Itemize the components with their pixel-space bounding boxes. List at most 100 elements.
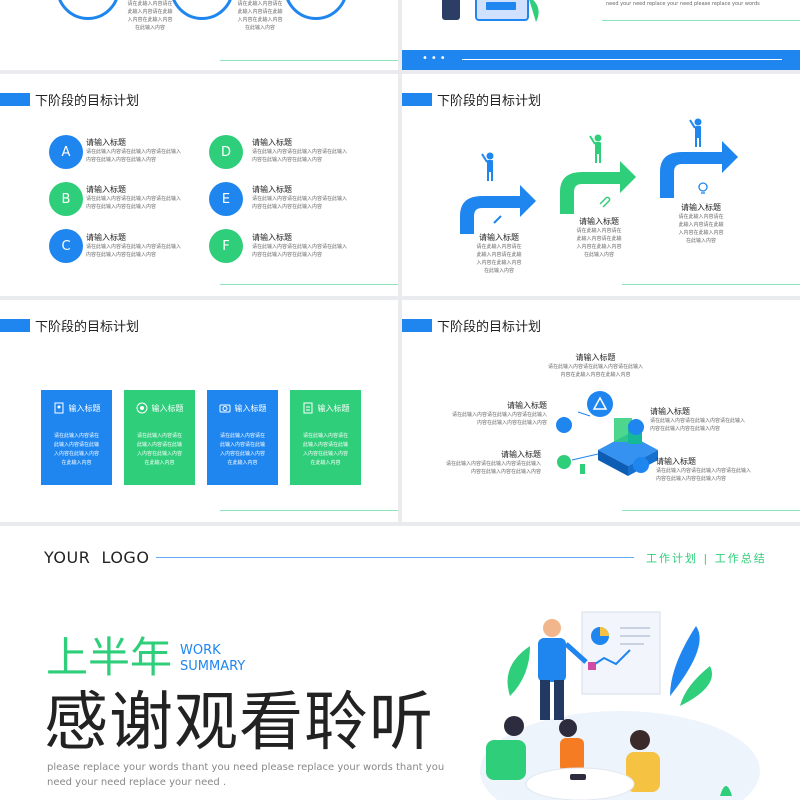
- item-text: 内容在此输入内容在此输入内容: [86, 252, 157, 258]
- badge-a: A: [49, 135, 83, 169]
- title-accent: [0, 93, 30, 106]
- item-text: 内容在此输入内容在此输入内容: [252, 252, 323, 258]
- item-a: 请输入标题 请在此输入内容请在此输入内容请在此输入 内容在此输入内容在此输入内容: [86, 137, 181, 164]
- ring-circle: [170, 0, 234, 20]
- summary-label: SUMMARY: [180, 659, 246, 674]
- slide-title: 下阶段的目标计划: [402, 316, 541, 335]
- text-block: 请在此输入内容请在此输入内容请在此输入内容在此输入内容在此输入内容: [127, 1, 173, 31]
- item-heading: 请输入标题: [86, 233, 126, 242]
- step-text: 入内容在此输入内容: [476, 260, 522, 266]
- item-text: 内容在此输入内容在此输入内容: [86, 204, 157, 210]
- step-text: 入内容在此输入内容: [678, 230, 724, 236]
- card-2: 输入标题 请在此输入内容请在此输入内容请在此输入内容在此输入内容在此输入内容: [124, 390, 195, 485]
- item-text: 请在此输入内容请在此输入内容请在此输入: [252, 196, 348, 202]
- card-heading: 输入标题: [151, 403, 184, 413]
- step-3: 请输入标题 请在此输入内容请在 此输入内容请在此输 入内容在此输入内容 在此输入…: [676, 202, 726, 245]
- item-f: 请输入标题 请在此输入内容请在此输入内容请在此输入 内容在此输入内容在此输入内容: [252, 232, 347, 259]
- card-body: 请在此输入内容请在此输入内容请在此输入内容在此输入内容在此输入内容: [53, 433, 99, 466]
- hub-illustration: [556, 391, 658, 476]
- slide-partial-top-right: need your need replace your need please …: [402, 0, 800, 70]
- subtitle-line-1: please replace your words thant you need…: [47, 762, 445, 773]
- pencil-icon: [493, 215, 502, 224]
- ring-circle: [56, 0, 120, 20]
- badge-d: D: [209, 135, 243, 169]
- badge-b: B: [49, 182, 83, 216]
- slide-title: 下阶段的目标计划: [0, 316, 139, 335]
- step-text: 请在此输入内容请在: [476, 244, 522, 250]
- item-text: 内容在此输入内容在此输入内容: [252, 157, 323, 163]
- item-text: 请在此输入内容请在此输入内容请在此输入: [86, 196, 182, 202]
- card-1: 输入标题 请在此输入内容请在此输入内容请在此输入内容在此输入内容在此输入内容: [41, 390, 112, 485]
- hub-text: 内容在此输入内容在此输入内容: [560, 372, 631, 378]
- green-title: 上半年: [46, 633, 173, 682]
- hub-item-left-top: 请输入标题 请在此输入内容请在此输入内容请在此输入 内容在此输入内容在此输入内容: [452, 400, 547, 427]
- footer-bar-line: [462, 59, 782, 60]
- card-body: 请在此输入内容请在此输入内容请在此输入内容在此输入内容在此输入内容: [136, 433, 182, 466]
- card-head: 输入标题: [207, 396, 278, 420]
- subtitle-line-2: need your need replace your need .: [47, 777, 227, 788]
- checklist-icon: [303, 402, 312, 414]
- hub-heading: 请输入标题: [507, 401, 548, 410]
- slide-thank-you: YOUR LOGO 工作计划 | 工作总结 上半年 WORK SUMMARY 感…: [0, 526, 800, 800]
- hub-heading: 请输入标题: [501, 450, 542, 459]
- divider-line: [220, 284, 398, 285]
- step-heading: 请输入标题: [479, 233, 519, 242]
- step-text: 在此输入内容: [685, 238, 716, 244]
- item-heading: 请输入标题: [86, 185, 126, 194]
- step-arrow-1: [460, 152, 536, 234]
- step-text: 此输入内容请在此输: [576, 236, 622, 242]
- card-head: 输入标题: [290, 396, 361, 420]
- item-heading: 请输入标题: [86, 138, 126, 147]
- divider-line: [622, 284, 800, 285]
- title-accent: [402, 93, 432, 106]
- title-accent: [402, 319, 432, 332]
- slide-title-text: 下阶段的目标计划: [437, 94, 542, 109]
- step-heading: 请输入标题: [579, 217, 619, 226]
- item-text: 内容在此输入内容在此输入内容: [252, 204, 323, 210]
- hub-text: 请在此输入内容请在此输入内容请在此输入: [650, 418, 746, 424]
- team-meeting-illustration: [480, 611, 760, 800]
- hub-text: 内容在此输入内容在此输入内容: [471, 469, 542, 475]
- text-block: 请在此输入内容请在此输入内容请在此输入内容在此输入内容在此输入内容: [237, 1, 283, 31]
- divider-line: [622, 510, 800, 511]
- ring-circle: [284, 0, 348, 20]
- item-b: 请输入标题 请在此输入内容请在此输入内容请在此输入 内容在此输入内容在此输入内容: [86, 184, 181, 211]
- dots-icon: •••: [422, 53, 449, 64]
- card-body: 请在此输入内容请在此输入内容请在此输入内容在此输入内容在此输入内容: [302, 433, 348, 466]
- slide-hub-goals: 下阶段的目标计划 请输入标题 请在此输入内容请在此输入内容请在此输入 内容在此输…: [402, 300, 800, 522]
- hub-item-top: 请输入标题 请在此输入内容请在此输入内容请在此输入 内容在此输入内容在此输入内容: [548, 352, 643, 379]
- hub-text: 请在此输入内容请在此输入内容请在此输入: [656, 468, 752, 474]
- step-text: 在此输入内容: [483, 268, 514, 274]
- hub-text: 请在此输入内容请在此输入内容请在此输入: [452, 412, 548, 418]
- target-icon: [136, 402, 147, 414]
- slide-title: 下阶段的目标计划: [402, 90, 541, 109]
- steps-illustration: [460, 118, 738, 234]
- slide-title-text: 下阶段的目标计划: [437, 320, 542, 335]
- presenter-illustration: [442, 0, 539, 22]
- hub-text: 内容在此输入内容在此输入内容: [650, 426, 721, 432]
- item-text: 请在此输入内容请在此输入内容请在此输入: [252, 244, 348, 250]
- item-e: 请输入标题 请在此输入内容请在此输入内容请在此输入 内容在此输入内容在此输入内容: [252, 184, 347, 211]
- card-head: 输入标题: [124, 396, 195, 420]
- item-heading: 请输入标题: [252, 138, 292, 147]
- step-text: 此输入内容请在此输: [476, 252, 522, 258]
- slide-partial-top-left: 请在此输入内容请在此输入内容请在此输入内容在此输入内容在此输入内容 请在此输入内…: [0, 0, 398, 70]
- step-text: 此输入内容请在此输: [678, 222, 724, 228]
- divider-line: [602, 20, 800, 21]
- badge-c: C: [49, 229, 83, 263]
- hub-text: 请在此输入内容请在此输入内容请在此输入: [446, 461, 542, 467]
- divider-line: [220, 60, 398, 61]
- step-arrow-2: [560, 134, 636, 214]
- main-title: 感谢观看聆听: [44, 686, 434, 760]
- slide-title-text: 下阶段的目标计划: [35, 320, 140, 335]
- item-text: 请在此输入内容请在此输入内容请在此输入: [86, 149, 182, 155]
- header-line: [156, 557, 634, 558]
- card-4: 输入标题 请在此输入内容请在此输入内容请在此输入内容在此输入内容在此输入内容: [290, 390, 361, 485]
- tagline: 工作计划 | 工作总结: [646, 552, 767, 565]
- document-user-icon: [54, 402, 63, 414]
- camera-icon: [219, 404, 230, 413]
- step-text: 入内容在此输入内容: [576, 244, 622, 250]
- item-heading: 请输入标题: [252, 185, 292, 194]
- step-text: 请在此输入内容请在: [576, 228, 622, 234]
